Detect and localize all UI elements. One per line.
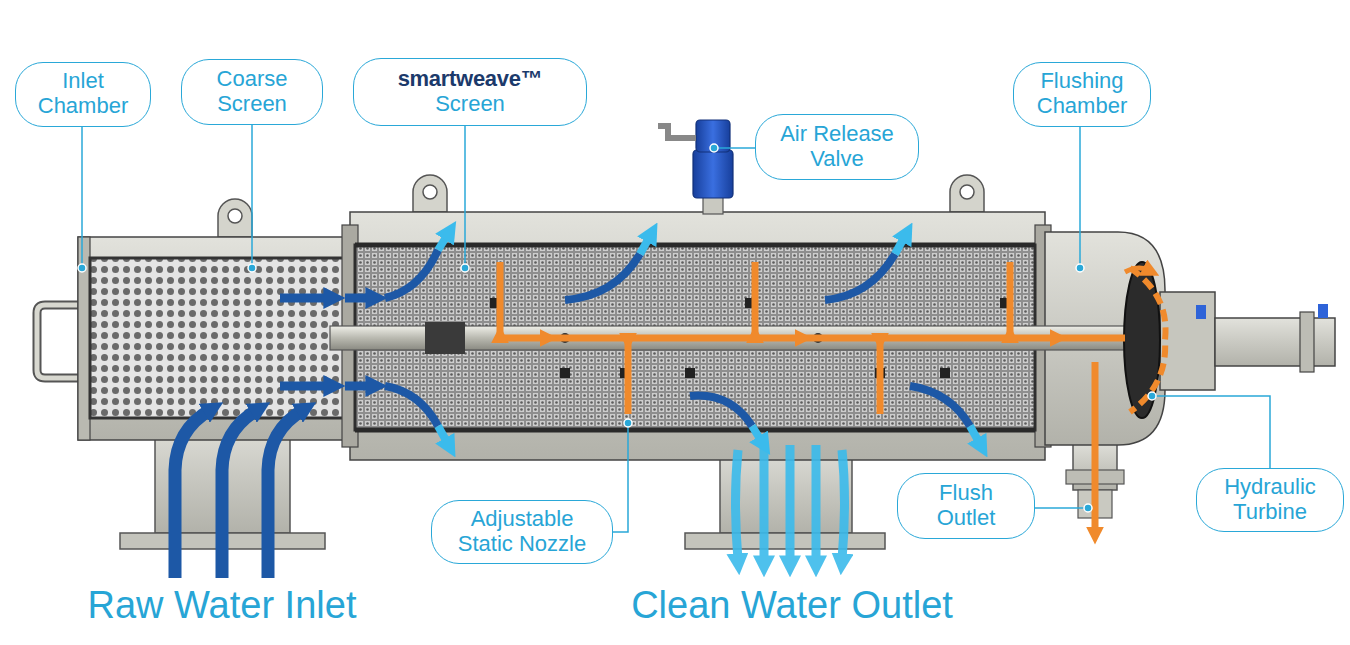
callout-text: Hydraulic Turbine <box>1211 475 1329 524</box>
callout-bubble: Inlet Chamber <box>15 62 151 127</box>
callout-text: Adjustable Static Nozzle <box>446 507 598 556</box>
callout-text: Flushing Chamber <box>1028 69 1136 118</box>
callout-bubble: Hydraulic Turbine <box>1196 468 1344 532</box>
callout-bubble: Flushing Chamber <box>1013 62 1151 127</box>
callout-bubble: Coarse Screen <box>181 59 323 125</box>
callout-text: Coarse Screen <box>196 67 308 116</box>
callout-text: Flush Outlet <box>912 481 1020 530</box>
callout-text: Inlet Chamber <box>30 69 136 118</box>
callout-bubble: Flush Outlet <box>897 473 1035 539</box>
port-label: Raw Water Inlet <box>88 585 357 627</box>
callout-text: Screen <box>435 92 505 117</box>
callout-bubble: Adjustable Static Nozzle <box>431 500 613 564</box>
callout-text: Air Release Valve <box>770 122 904 171</box>
callout-bubble: Air Release Valve <box>755 114 919 180</box>
leader-lines <box>82 125 1270 532</box>
callout-bubble: smartweave™Screen <box>353 58 587 126</box>
callout-text: smartweave™ <box>398 67 543 92</box>
port-label: Clean Water Outlet <box>631 585 953 627</box>
